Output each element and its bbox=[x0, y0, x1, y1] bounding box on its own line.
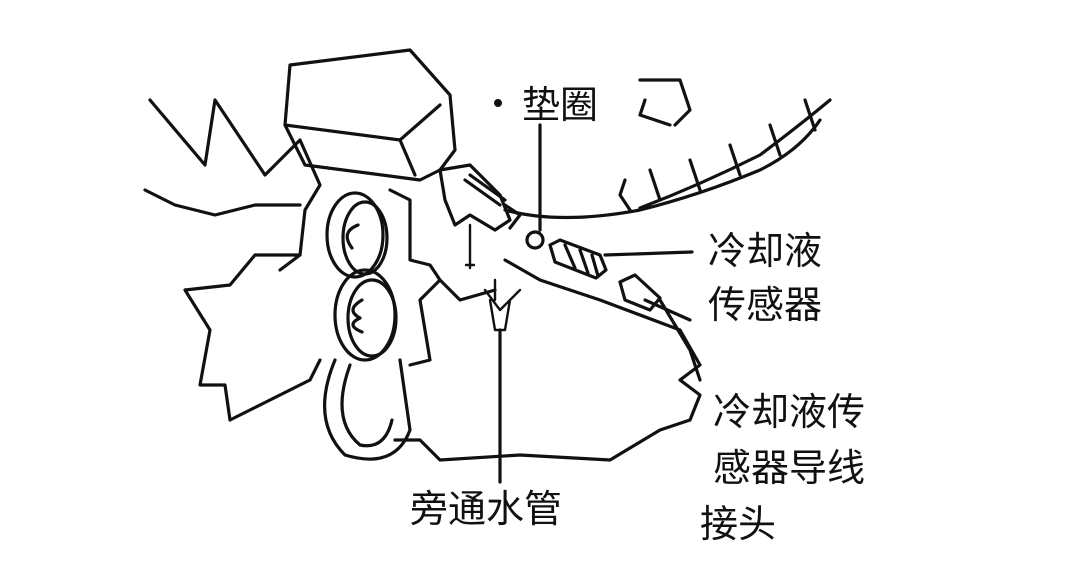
upper-pulley-inner bbox=[341, 200, 389, 276]
hose-clamp bbox=[638, 78, 692, 127]
engine-body-outline bbox=[388, 188, 497, 367]
connector-leader bbox=[658, 298, 702, 382]
washer-label-dot bbox=[494, 99, 502, 107]
coolant-sensor-part bbox=[548, 238, 608, 280]
hose-ribs bbox=[648, 98, 817, 202]
sensor-connector-part bbox=[618, 273, 692, 322]
coolant-sensor-label-line1: 冷却液 bbox=[708, 229, 823, 273]
connector-label-line2: 感器导线 bbox=[713, 446, 866, 490]
stud bbox=[464, 223, 476, 270]
upper-hose bbox=[503, 98, 832, 220]
drive-belt bbox=[323, 358, 412, 461]
washer-label: 垫圈 bbox=[522, 83, 599, 127]
connector-label-line1: 冷却液传 bbox=[713, 390, 866, 434]
bypass-hose-fitting bbox=[483, 278, 522, 332]
coolant-sensor-label-line2: 传感器 bbox=[708, 283, 823, 327]
upper-pulley-hub bbox=[345, 223, 360, 250]
bypass-hose-label: 旁通水管 bbox=[410, 487, 563, 531]
lower-pulley-hub bbox=[351, 298, 364, 334]
thermostat-housing bbox=[438, 163, 522, 232]
lower-pulley-inner bbox=[346, 278, 398, 358]
washer-part bbox=[525, 230, 545, 250]
upper-pulley-outer bbox=[325, 191, 385, 279]
engine-block-left-outline bbox=[148, 98, 322, 422]
coolant-sensor-leader bbox=[603, 250, 694, 257]
engine-block-left-inner bbox=[143, 188, 302, 217]
engine-lower-outline bbox=[393, 258, 702, 462]
connector-label-line3: 接头 bbox=[700, 502, 777, 546]
